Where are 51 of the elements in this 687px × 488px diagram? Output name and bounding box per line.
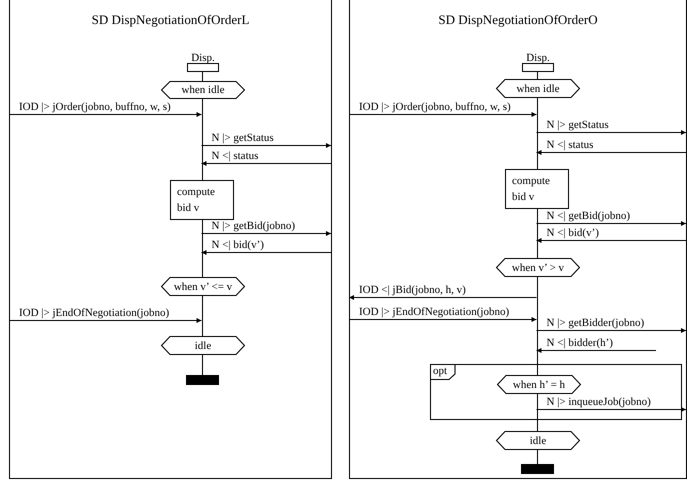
message-label: N <| bid(v’) <box>546 227 599 239</box>
action-box: compute bid v <box>505 169 569 209</box>
lifeline-name: Disp. <box>526 52 550 64</box>
message-arrow <box>201 231 332 236</box>
message-label: IOD <| jBid(jobno, h, v) <box>359 284 466 296</box>
state-hexagon: idle <box>161 336 245 355</box>
message-label: N <| bidder(h’) <box>546 337 613 349</box>
message-arrow <box>8 112 202 117</box>
message-label: N |> getStatus <box>212 132 274 144</box>
state-hexagon: when v’ <= v <box>161 277 245 296</box>
message-arrow <box>201 143 332 148</box>
state-hexagon: when v’ > v <box>496 258 580 277</box>
message-arrow <box>201 250 332 255</box>
message-arrow <box>8 318 202 323</box>
message-arrow <box>348 295 537 300</box>
fragment-operator: opt <box>433 365 448 378</box>
frame-title: SD DispNegotiationOfOrderL <box>90 12 250 28</box>
message-arrow <box>536 130 686 135</box>
message-label: N |> getBid(jobno) <box>212 220 296 232</box>
message-label: N <| bid(v’) <box>212 239 264 251</box>
message-arrow <box>536 221 686 226</box>
message-label: IOD |> jOrder(jobno, buffno, w, s) <box>19 101 171 113</box>
message-label: N |> getBidder(jobno) <box>546 317 644 329</box>
lifeline-name: Disp. <box>191 52 215 64</box>
message-arrow <box>536 407 686 412</box>
message-arrow <box>536 238 686 243</box>
lifeline-end-bar <box>186 375 219 385</box>
message-label: IOD |> jOrder(jobno, buffno, w, s) <box>359 101 511 113</box>
message-label: N <| status <box>212 150 258 162</box>
frame-title: SD DispNegotiationOfOrderO <box>437 12 599 28</box>
message-label: N |> getStatus <box>546 119 609 131</box>
message-label: IOD |> jEndOfNegotiation(jobno) <box>359 306 510 318</box>
state-hexagon: idle <box>496 431 580 450</box>
message-arrow <box>536 150 686 155</box>
state-hexagon: when idle <box>161 81 245 99</box>
state-hexagon: when h’ = h <box>497 375 581 394</box>
message-label: IOD |> jEndOfNegotiation(jobno) <box>19 307 170 319</box>
diagram-frame <box>9 0 332 479</box>
state-hexagon: when idle <box>496 79 580 98</box>
message-label: N <| getBid(jobno) <box>546 210 630 222</box>
lifeline-end-bar <box>521 464 554 474</box>
message-arrow <box>536 348 656 353</box>
diagram-frame <box>349 0 687 479</box>
message-label: N <| status <box>546 139 594 151</box>
message-arrow <box>348 317 537 322</box>
combined-fragment <box>430 364 682 420</box>
message-arrow <box>536 328 686 333</box>
action-box: compute bid v <box>170 180 234 220</box>
message-arrow <box>201 161 332 166</box>
message-arrow <box>348 112 537 117</box>
message-label: N |> inqueueJob(jobno) <box>546 396 651 408</box>
